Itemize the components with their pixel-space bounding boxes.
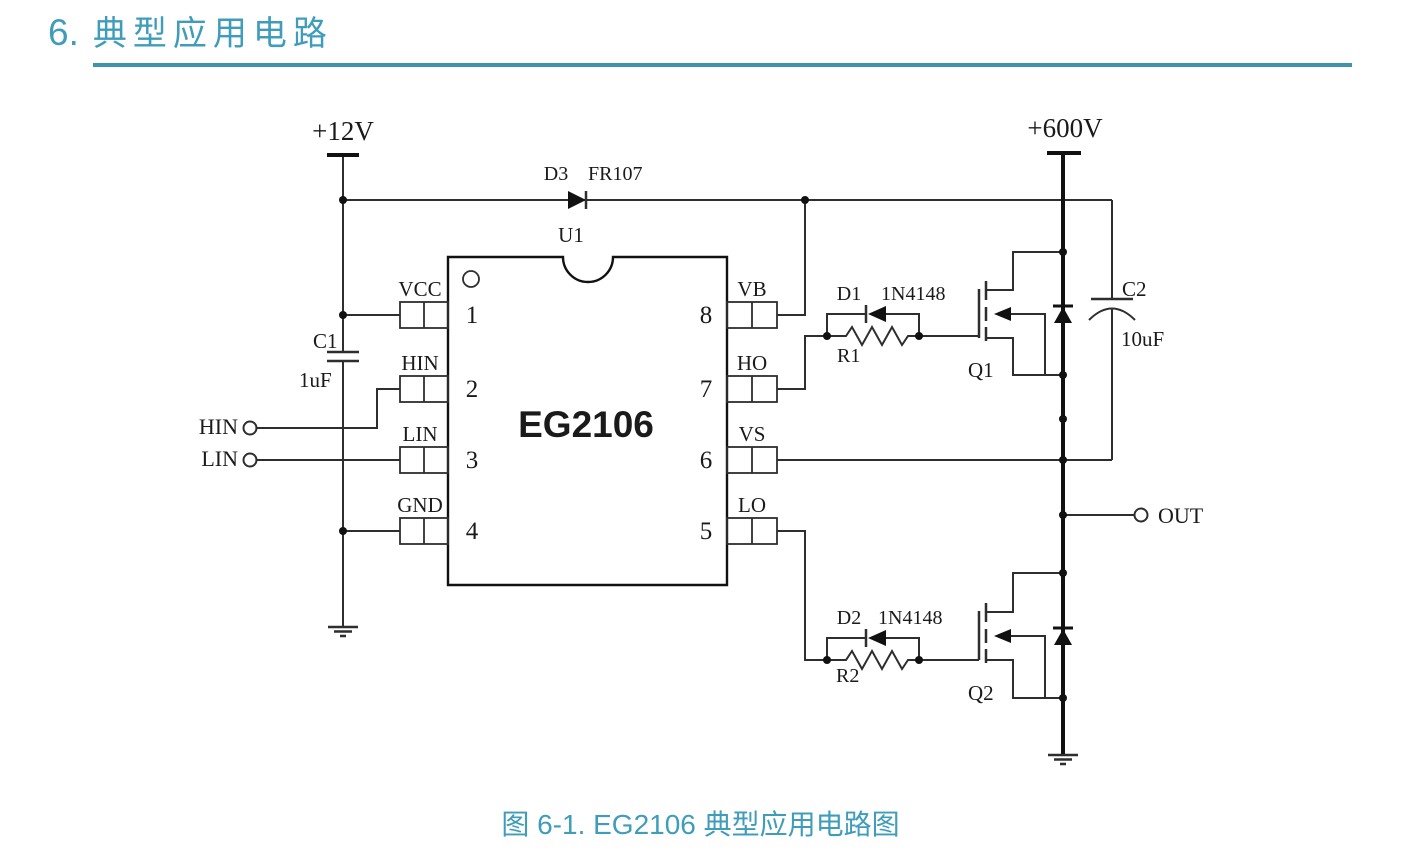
terminal-hin: HIN — [199, 414, 258, 439]
figure-caption: 图 6-1. EG2106 典型应用电路图 — [501, 809, 900, 840]
pin-box-4: GND 4 — [397, 493, 479, 545]
pin-box-6: VS 6 — [700, 422, 778, 474]
rail-label-600v: +600V — [1027, 113, 1103, 143]
gate-network-high-side: D1 1N4148 R1 — [826, 283, 979, 367]
cap-c2-ref: C2 — [1122, 277, 1147, 301]
diode-d2-value: 1N4148 — [878, 607, 942, 629]
pin-number-3: 3 — [466, 447, 479, 474]
pin-label-vcc: VCC — [398, 277, 441, 301]
pin-box-2: HIN 2 — [399, 351, 479, 403]
diode-d2-symbol — [868, 630, 886, 646]
ic-refdes: U1 — [558, 223, 584, 247]
ground-symbol-right — [1048, 753, 1078, 766]
mosfet-q2-ref: Q2 — [968, 681, 994, 705]
pin-label-vs: VS — [739, 422, 766, 446]
cap-c1-value: 1uF — [299, 368, 332, 392]
pin-number-6: 6 — [700, 447, 713, 474]
resistor-r1-symbol — [827, 324, 979, 348]
resistor-r2-symbol — [827, 648, 979, 672]
wires — [256, 155, 1135, 661]
pin-box-8: VB 8 — [700, 277, 778, 329]
mosfet-q1-body-diode — [1054, 307, 1072, 323]
pin-number-5: 5 — [700, 518, 713, 545]
terminal-hin-pin — [242, 420, 258, 436]
ground-symbol-left — [328, 625, 358, 638]
ic-outline — [446, 255, 729, 587]
power-rail-12v: +12V — [312, 116, 374, 157]
cap-c1-ref: C1 — [313, 329, 338, 353]
section-number: 6. — [48, 12, 79, 53]
section-title: 典型应用电路 — [92, 16, 333, 53]
diode-d3-ref: D3 — [544, 163, 568, 185]
terminal-out-pin — [1133, 507, 1149, 523]
mosfet-q2-arrow — [994, 629, 1011, 643]
diode-d1-ref: D1 — [837, 283, 861, 305]
pin-number-7: 7 — [700, 376, 713, 403]
mosfet-q2: Q2 — [968, 572, 1073, 705]
cap-c2-value: 10uF — [1121, 327, 1164, 351]
pin-number-8: 8 — [700, 302, 713, 329]
mosfet-q1-ref: Q1 — [968, 358, 994, 382]
pin-number-2: 2 — [466, 376, 479, 403]
section-title-underline: 典型应用电路 — [92, 6, 1352, 67]
cap-c1-symbol — [327, 350, 359, 363]
pin-label-gnd: GND — [397, 493, 443, 517]
pin1-marker — [462, 270, 480, 288]
gate-network-low-side: D2 1N4148 R2 — [826, 607, 979, 687]
terminal-lin-pin — [242, 452, 258, 468]
terminal-out-label: OUT — [1158, 503, 1204, 528]
diode-d3-value: FR107 — [588, 163, 642, 185]
mosfet-q2-body-diode — [1054, 629, 1072, 645]
pin-box-1: VCC 1 — [398, 277, 478, 329]
pin-label-lin: LIN — [403, 422, 438, 446]
pin-number-4: 4 — [466, 518, 479, 545]
diode-d3-symbol — [568, 191, 586, 209]
pin-number-1: 1 — [466, 302, 479, 329]
resistor-r2-ref: R2 — [836, 665, 859, 687]
section-heading: 6. 典型应用电路 — [48, 6, 1352, 67]
pin-box-7: HO 7 — [700, 351, 778, 403]
diode-d1-value: 1N4148 — [881, 283, 945, 305]
mosfet-q1-arrow — [994, 307, 1011, 321]
terminal-out: OUT — [1133, 503, 1204, 528]
pin-box-3: LIN 3 — [399, 422, 479, 474]
pin-label-lo: LO — [738, 493, 766, 517]
cap-c1: C1 1uF — [299, 329, 359, 392]
pin-label-ho: HO — [737, 351, 767, 375]
diode-d1-symbol — [868, 306, 886, 322]
cap-c2-curved-plate — [1088, 307, 1136, 321]
pin-box-5: LO 5 — [700, 493, 778, 545]
cap-c2: C2 10uF — [1088, 277, 1164, 351]
pin-label-vb: VB — [737, 277, 766, 301]
diode-d2-ref: D2 — [837, 607, 861, 629]
terminal-hin-label: HIN — [199, 414, 238, 439]
diode-d3: D3 FR107 — [544, 163, 642, 209]
rail-label-12v: +12V — [312, 116, 374, 146]
terminal-lin-label: LIN — [201, 446, 238, 471]
resistor-r1-ref: R1 — [837, 345, 860, 367]
terminal-lin: LIN — [201, 446, 258, 471]
mosfet-q1: Q1 — [968, 251, 1073, 382]
ic-part-number: EG2106 — [518, 404, 654, 445]
junction-dots — [339, 196, 1067, 702]
ic-u1: U1 EG2106 VCC 1 HIN 2 LIN 3 GND 4 VB 8 — [397, 223, 778, 587]
power-rail-600v: +600V — [1027, 113, 1103, 755]
pin-label-hin: HIN — [401, 351, 438, 375]
